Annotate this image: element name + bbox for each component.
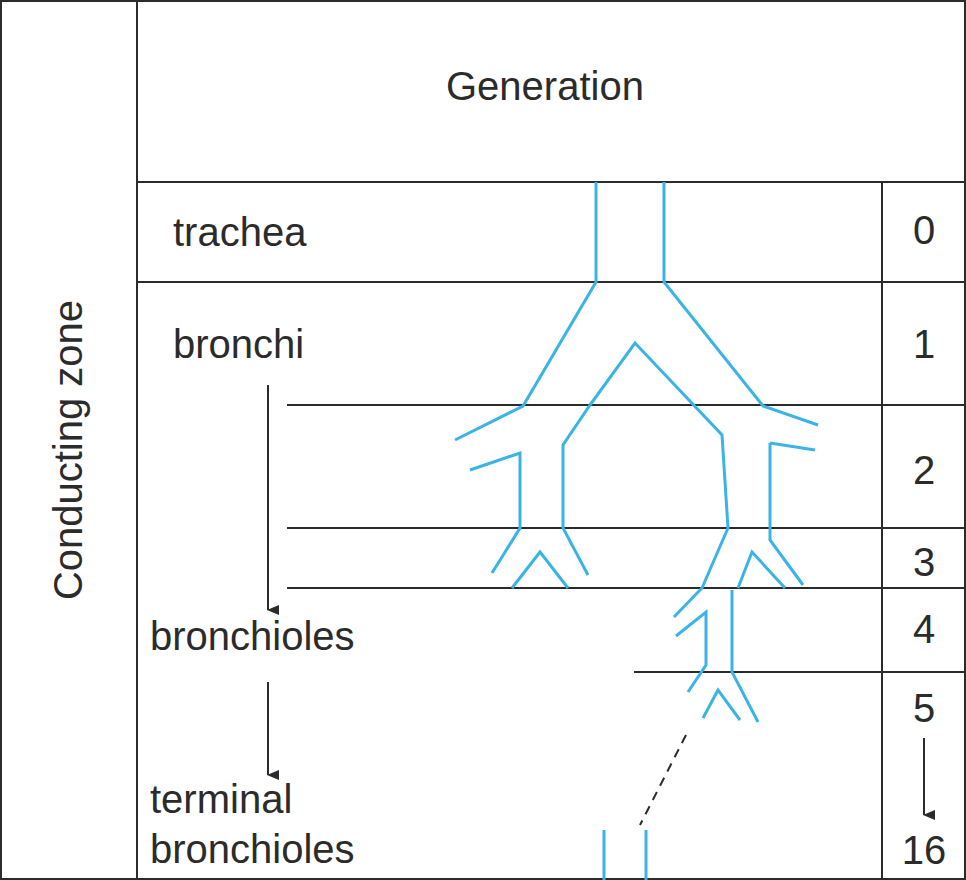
row-label: terminal bronchioles	[150, 774, 390, 874]
branch-wall	[563, 405, 590, 575]
down-arrow	[267, 682, 269, 775]
generation-number: 1	[882, 320, 966, 368]
branch-wall	[590, 343, 728, 617]
down-arrow	[267, 385, 269, 610]
branch-wall	[664, 182, 818, 425]
zone-label: Conducting zone	[44, 300, 92, 600]
branch-wall	[676, 612, 706, 692]
branch-wall	[732, 590, 758, 722]
row-line	[287, 587, 966, 589]
column-heading: Generation	[446, 62, 644, 110]
column-line	[136, 0, 138, 880]
branch-wall	[645, 830, 648, 880]
branch-wall	[770, 443, 815, 450]
branch-wall	[738, 552, 785, 588]
branch-wall	[703, 690, 740, 720]
row-line	[287, 527, 966, 529]
branch-wall	[512, 552, 568, 588]
branch-wall	[455, 182, 596, 440]
branch-wall	[770, 443, 803, 585]
row-label: bronchi	[173, 320, 304, 368]
generation-number: 16	[882, 826, 966, 874]
down-arrow	[923, 738, 925, 815]
column-line	[881, 182, 883, 880]
row-line	[137, 181, 966, 183]
row-label: bronchioles	[150, 612, 355, 660]
row-label: trachea	[173, 208, 306, 256]
flow-arrows	[268, 385, 924, 815]
row-line	[137, 281, 966, 283]
continuation-dash	[640, 735, 686, 825]
branch-wall	[470, 453, 520, 573]
generation-number: 3	[882, 538, 966, 586]
generation-number: 0	[882, 206, 966, 254]
row-line	[634, 671, 966, 673]
generation-number: 4	[882, 605, 966, 653]
bronchial-tree	[455, 182, 818, 880]
generation-number: 2	[882, 446, 966, 494]
generation-number: 5	[882, 684, 966, 732]
row-line	[287, 404, 966, 406]
branch-wall	[603, 830, 606, 880]
